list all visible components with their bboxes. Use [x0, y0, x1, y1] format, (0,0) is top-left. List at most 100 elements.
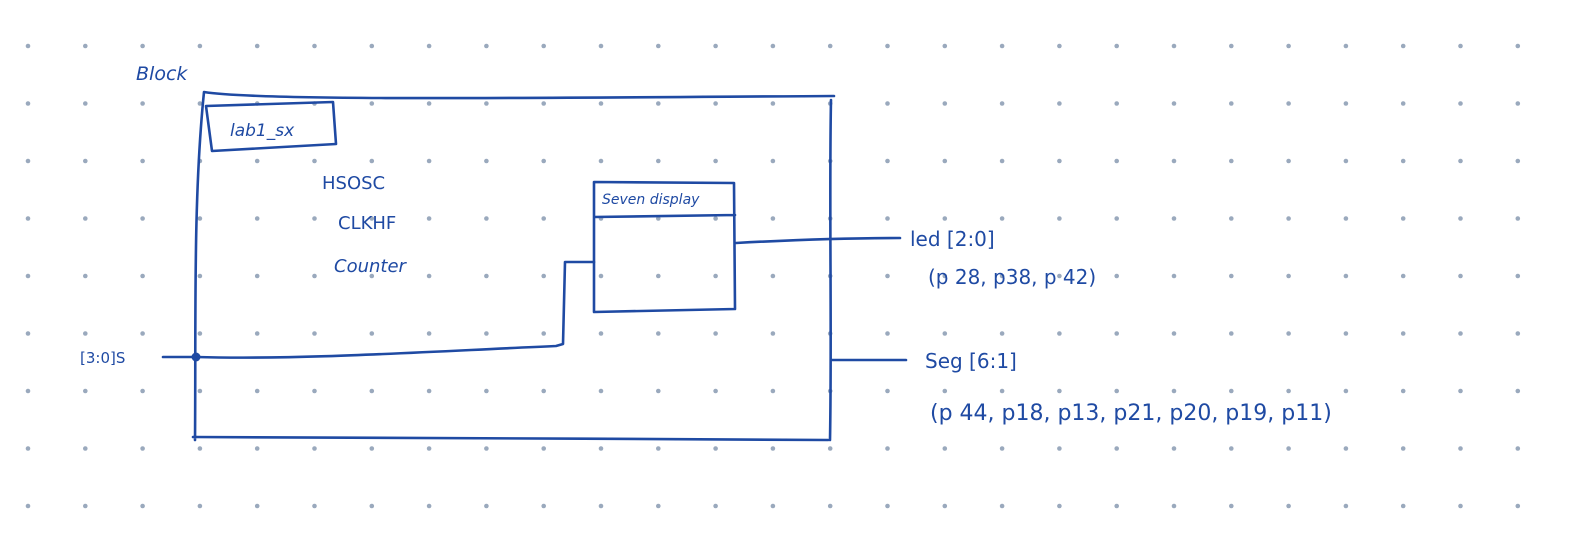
grid-dot	[369, 158, 375, 164]
grid-dot	[1286, 43, 1291, 49]
grid-dot	[598, 503, 604, 509]
grid-dot	[484, 43, 489, 49]
grid-dot	[197, 503, 203, 509]
grid-dot	[426, 158, 432, 164]
grid-dot	[312, 331, 317, 336]
grid-dot	[1400, 273, 1406, 279]
grid-dot	[942, 446, 948, 451]
grid-dot	[656, 503, 661, 509]
grid-dot	[1114, 273, 1119, 279]
internal-label-counter: Counter	[334, 256, 408, 277]
grid-dot	[656, 43, 661, 49]
grid-dot	[484, 273, 489, 279]
grid-dot	[885, 158, 890, 164]
grid-dot	[1057, 446, 1062, 451]
grid-dot	[484, 101, 489, 106]
grid-dot	[484, 158, 489, 164]
grid-dot	[942, 331, 948, 336]
grid-dot	[83, 273, 88, 279]
grid-dot	[827, 43, 833, 49]
grid-dot	[1057, 216, 1062, 221]
grid-dot	[1343, 446, 1349, 451]
grid-dot	[1114, 503, 1119, 509]
grid-dot	[1229, 388, 1234, 394]
grid-dot	[1400, 216, 1406, 221]
grid-dot	[312, 388, 317, 394]
grid-dot	[541, 273, 546, 279]
grid-dot	[426, 388, 432, 394]
seg-output-pins: (p 44, p18, p13, p21, p20, p19, p11)	[930, 401, 1332, 426]
grid-dot	[942, 503, 948, 509]
grid-dot	[140, 388, 145, 394]
grid-dot	[83, 216, 88, 221]
grid-dot	[140, 43, 145, 49]
grid-dot	[1057, 101, 1062, 106]
grid-dot	[1400, 331, 1406, 336]
grid-dot	[598, 273, 604, 279]
grid-dot	[1343, 43, 1349, 49]
led-output-wire	[734, 236, 902, 245]
grid-dot	[1458, 503, 1463, 509]
grid-dot	[312, 273, 317, 279]
grid-dot	[1458, 331, 1463, 336]
grid-dot	[1114, 158, 1119, 164]
grid-dot	[1286, 273, 1291, 279]
grid-dot	[770, 101, 776, 106]
grid-dot	[942, 158, 948, 164]
grid-dot	[1229, 101, 1234, 106]
grid-dot	[1458, 216, 1463, 221]
grid-dot	[942, 273, 948, 279]
grid-dot	[254, 216, 260, 221]
grid-dot	[999, 388, 1005, 394]
seven-display-label: Seven display	[602, 192, 700, 208]
grid-dot	[25, 503, 31, 509]
grid-dot	[1057, 158, 1062, 164]
grid-dot	[1171, 388, 1177, 394]
grid-dot	[484, 503, 489, 509]
grid-dot	[83, 43, 88, 49]
internal-label-clkhf: CLKHF	[338, 213, 396, 234]
diagram-title: Block	[136, 63, 188, 85]
grid-dot	[426, 216, 432, 221]
grid-dot	[254, 388, 260, 394]
led-output-pins: (p 28, p38, p 42)	[928, 265, 1096, 289]
grid-dot	[1515, 158, 1521, 164]
grid-dot	[140, 503, 145, 509]
grid-dot	[197, 43, 203, 49]
grid-dot	[140, 273, 145, 279]
grid-dot	[713, 273, 718, 279]
grid-dot	[713, 446, 718, 451]
grid-dot	[1400, 503, 1406, 509]
grid-dot	[1458, 101, 1463, 106]
grid-dot	[1171, 101, 1177, 106]
grid-dot	[369, 101, 375, 106]
grid-dot	[426, 101, 432, 106]
grid-dot	[770, 331, 776, 336]
dot-grid-background	[25, 43, 1521, 509]
grid-dot	[1286, 101, 1291, 106]
grid-dot	[1229, 503, 1234, 509]
input-wire	[161, 260, 596, 359]
grid-dot	[999, 158, 1005, 164]
grid-dot	[1114, 331, 1119, 336]
grid-dot	[656, 331, 661, 336]
grid-dot	[656, 446, 661, 451]
grid-dot	[1343, 503, 1349, 509]
module-name-box	[204, 100, 338, 153]
grid-dot	[770, 216, 776, 221]
grid-dot	[484, 446, 489, 451]
grid-dot	[541, 503, 546, 509]
grid-dot	[1229, 158, 1234, 164]
grid-dot	[140, 331, 145, 336]
grid-dot	[1458, 158, 1463, 164]
grid-dot	[25, 273, 31, 279]
grid-dot	[1343, 101, 1349, 106]
grid-dot	[999, 43, 1005, 49]
grid-dot	[598, 388, 604, 394]
grid-dot	[1343, 158, 1349, 164]
grid-dot	[1229, 331, 1234, 336]
grid-dot	[1458, 388, 1463, 394]
grid-dot	[656, 101, 661, 106]
grid-dot	[369, 273, 375, 279]
grid-dot	[1286, 503, 1291, 509]
